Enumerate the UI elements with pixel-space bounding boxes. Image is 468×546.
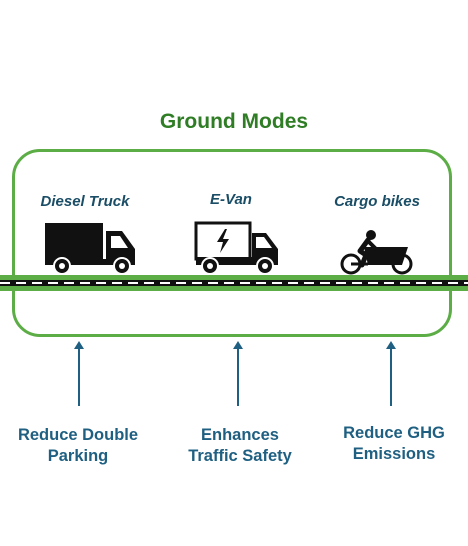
benefit-line: Reduce GHG: [343, 424, 445, 442]
ground-modes-frame: [12, 149, 452, 337]
vehicle-label-e-van: E-Van: [210, 191, 252, 208]
benefit-reduce-ghg-emissions: Reduce GHG Emissions: [324, 423, 464, 465]
cargo-bike-icon: [340, 230, 413, 275]
benefit-line: Parking: [47, 447, 109, 465]
arrow-up-icon: [233, 341, 243, 406]
benefit-enhances-traffic-safety: Enhances Traffic Safety: [170, 425, 310, 467]
benefit-reduce-double-parking: Reduce Double Parking: [8, 425, 148, 467]
electric-van-icon: [194, 221, 278, 275]
road-line: [0, 275, 468, 291]
benefit-line: Emissions: [352, 445, 436, 463]
benefit-line: Enhances: [201, 426, 279, 444]
arrow-up-icon: [74, 341, 84, 406]
vehicle-label-cargo-bikes: Cargo bikes: [334, 193, 420, 210]
truck-icon: [45, 223, 135, 275]
arrow-up-icon: [386, 341, 396, 406]
diagram-title: Ground Modes: [159, 110, 309, 133]
vehicle-label-diesel-truck: Diesel Truck: [40, 193, 130, 210]
benefit-line: Traffic Safety: [188, 447, 292, 465]
benefit-line: Reduce Double: [17, 426, 139, 444]
